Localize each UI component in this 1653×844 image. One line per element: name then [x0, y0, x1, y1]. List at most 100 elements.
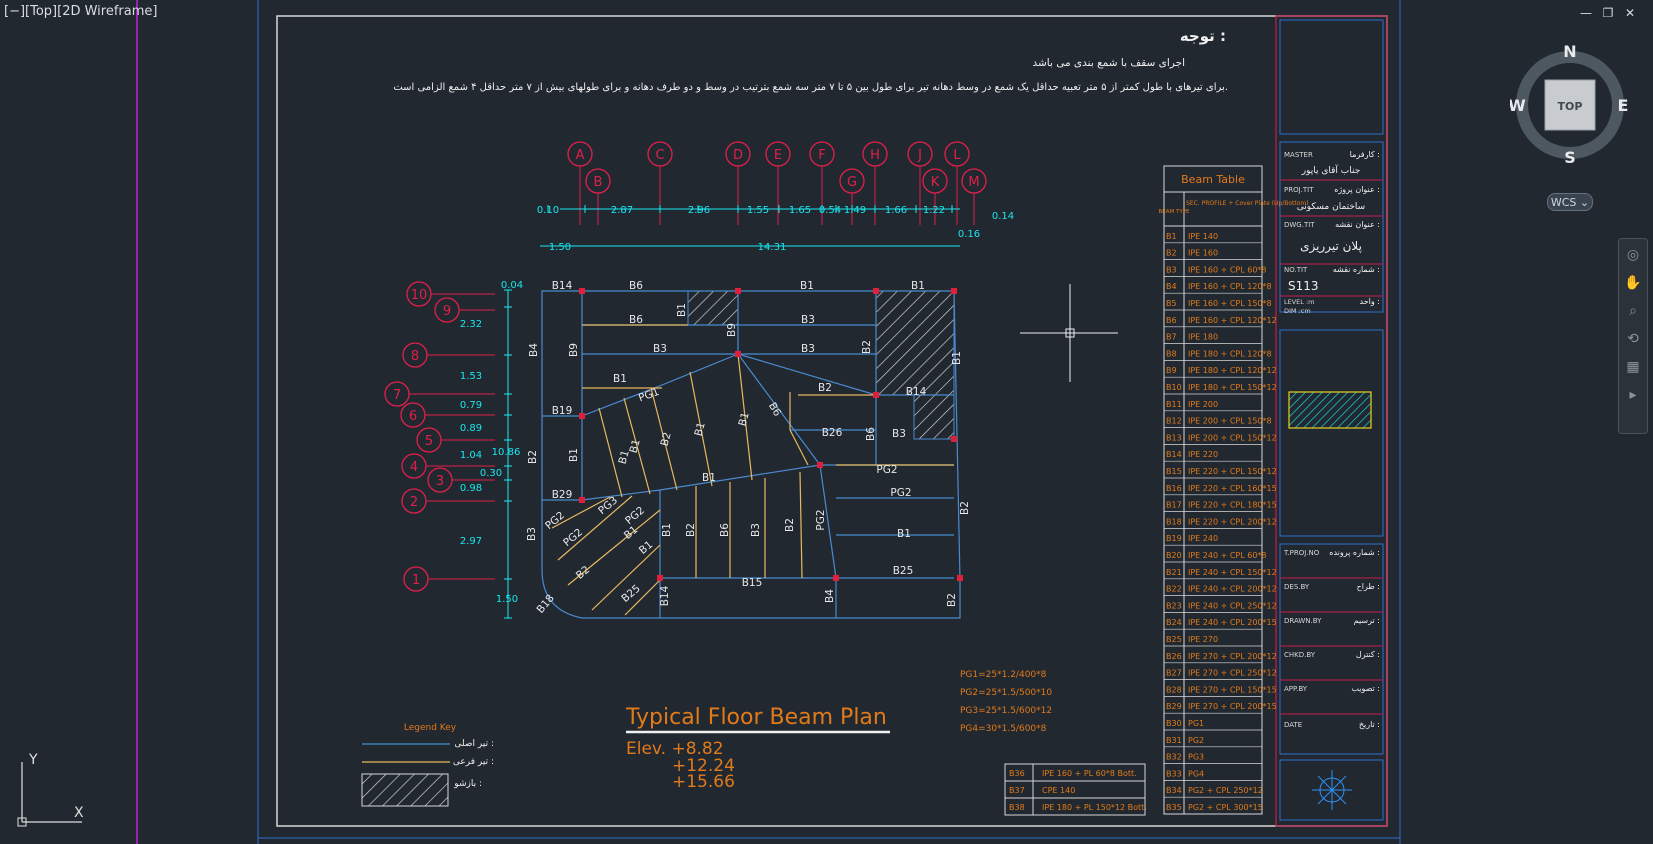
legend-void-hatch	[361, 773, 449, 807]
tb-drawnby-label: DRAWN.BY	[1284, 617, 1322, 625]
compass-east[interactable]: E	[1618, 96, 1629, 115]
grid-bubble-2: 2	[401, 488, 495, 514]
tb-dim-label: DIM :cm	[1284, 307, 1311, 315]
beam-type-B27: B27	[1166, 669, 1182, 678]
dim-left-3: 0.79	[460, 400, 482, 411]
beam-label-24: B1	[693, 421, 708, 438]
beam-label-11: B4	[528, 343, 540, 357]
small-beam-profile-B36: IPE 160 + PL 60*8 Bott.	[1042, 769, 1137, 778]
viewcube-top-face[interactable]	[1544, 79, 1596, 131]
beam-profile-B29: IPE 270 + CPL 200*15	[1188, 702, 1277, 711]
beam-type-B25: B25	[1166, 635, 1182, 644]
beam-label-15: B2	[861, 340, 873, 354]
title-block: MASTER کارفرما : جناب آقای یاپور PROJ.TI…	[1279, 19, 1384, 821]
beam-profile-B20: IPE 240 + CPL 60*8	[1188, 551, 1267, 560]
grid-letter-B: B	[594, 175, 603, 190]
grid-number-9: 9	[443, 304, 451, 319]
dim-left-8: 2.97	[460, 536, 482, 547]
beam-label-50: B25	[893, 565, 914, 577]
beam-profile-B14: IPE 220	[1188, 450, 1218, 459]
orbit-icon[interactable]: ⟲	[1627, 331, 1639, 347]
key-plan-thumbnail	[1288, 391, 1372, 429]
restore-icon[interactable]: ❐	[1602, 6, 1614, 20]
grid-bubble-8: 8	[402, 342, 495, 368]
beam-label-31: B1	[702, 472, 716, 484]
beam-type-B35: B35	[1166, 803, 1182, 812]
pg-note-2: PG3=25*1.5/600*12	[960, 706, 1052, 716]
dim-top-11: 1.50	[549, 242, 571, 253]
beam-label-21: B1	[617, 449, 632, 466]
tb-dwg-label: DWG.TIT	[1284, 221, 1315, 229]
beam-profile-B30: PG1	[1188, 719, 1204, 728]
small-beam-type-B38: B38	[1009, 803, 1025, 812]
beam-label-45: B2	[784, 518, 796, 532]
ucs-icon: Y X	[17, 752, 84, 827]
grid-number-1: 1	[412, 573, 420, 588]
beam-profile-B13: IPE 200 + CPL 150*12	[1188, 433, 1277, 442]
dim-top-12: 14.31	[758, 242, 787, 253]
grid-bubble-D: D	[725, 141, 751, 225]
wcs-menu[interactable]: WCS ⌄	[1547, 193, 1593, 211]
dim-left-5: 1.04	[460, 450, 482, 461]
grid-number-10: 10	[411, 288, 428, 303]
dim-top-9: 0.14	[992, 211, 1014, 222]
grid-bubble-1: 1	[403, 566, 495, 592]
beam-label-37: PG2	[561, 526, 585, 549]
tb-date-fa: تاریخ :	[1359, 720, 1380, 729]
beam-label-35: PG2	[543, 509, 567, 532]
beam-type-B15: B15	[1166, 467, 1182, 476]
beam-type-B4: B4	[1166, 282, 1177, 291]
showmotion-icon[interactable]: ▦	[1626, 359, 1640, 375]
beam-profile-B18: IPE 220 + CPL 200*12	[1188, 517, 1277, 526]
beam-type-B13: B13	[1166, 433, 1182, 442]
beam-type-B18: B18	[1166, 517, 1182, 526]
beam-type-B2: B2	[1166, 249, 1177, 258]
beam-label-25: B1	[737, 411, 752, 428]
tb-drawnby-fa: ترسیم :	[1354, 616, 1380, 625]
dim-top-5: 0.54	[819, 205, 841, 216]
dim-top-4: 1.65	[789, 205, 811, 216]
beam-profile-B5: IPE 160 + CPL 150*8	[1188, 299, 1272, 308]
compass-south[interactable]: S	[1564, 148, 1576, 167]
beam-label-18: B19	[552, 405, 573, 417]
pg-note-1: PG2=25*1.5/500*10	[960, 688, 1052, 698]
beam-type-B11: B11	[1166, 400, 1182, 409]
beam-type-B1: B1	[1166, 232, 1177, 241]
beam-label-40: B1	[637, 539, 655, 557]
tb-no-label: NO.TIT	[1284, 266, 1308, 274]
grid-bubble-6: 6	[400, 402, 495, 428]
small-beam-profile-B38: IPE 180 + PL 150*12 Bott.	[1042, 803, 1147, 812]
beam-type-B14: B14	[1166, 450, 1182, 459]
compass-west[interactable]: W	[1510, 96, 1526, 115]
elevation-2: +12.24	[672, 756, 735, 776]
navbar-menu-icon[interactable]: ▸	[1629, 387, 1637, 403]
minimize-icon[interactable]: —	[1580, 6, 1592, 20]
beam-profile-B23: IPE 240 + CPL 250*12	[1188, 601, 1277, 610]
legend-title: Legend Key	[404, 723, 457, 733]
tb-master-label: MASTER	[1284, 151, 1313, 159]
secondary-beams	[551, 324, 954, 616]
void-hatch-2	[875, 290, 955, 396]
dim-left-1: 2.32	[460, 319, 482, 330]
viewport-controls-label[interactable]: [−][Top][2D Wireframe]	[4, 4, 158, 19]
grid-number-3: 3	[436, 474, 444, 489]
tb-proj-label: PROJ.TIT	[1284, 186, 1314, 194]
beam-type-B20: B20	[1166, 551, 1182, 560]
compass-north[interactable]: N	[1563, 42, 1576, 61]
beam-label-54: B15	[742, 577, 763, 589]
beam-label-5: B3	[801, 314, 815, 326]
zoom-icon[interactable]: ⌕	[1629, 303, 1637, 319]
steering-wheel-icon[interactable]: ◎	[1626, 247, 1640, 263]
grid-letter-A: A	[576, 148, 585, 163]
dim-top-2: 2.96	[688, 205, 710, 216]
close-icon[interactable]: ✕	[1624, 6, 1636, 20]
viewcube-compass[interactable]: TOP N S E W	[1510, 40, 1630, 170]
beam-type-B34: B34	[1166, 786, 1182, 795]
pan-icon[interactable]: ✋	[1624, 275, 1642, 291]
beam-label-33: PG2	[890, 487, 911, 499]
grid-bubble-3: 3	[427, 467, 495, 493]
legend: Legend Key تیر اصلی : تیر فرعی : بازشو :	[361, 723, 494, 807]
